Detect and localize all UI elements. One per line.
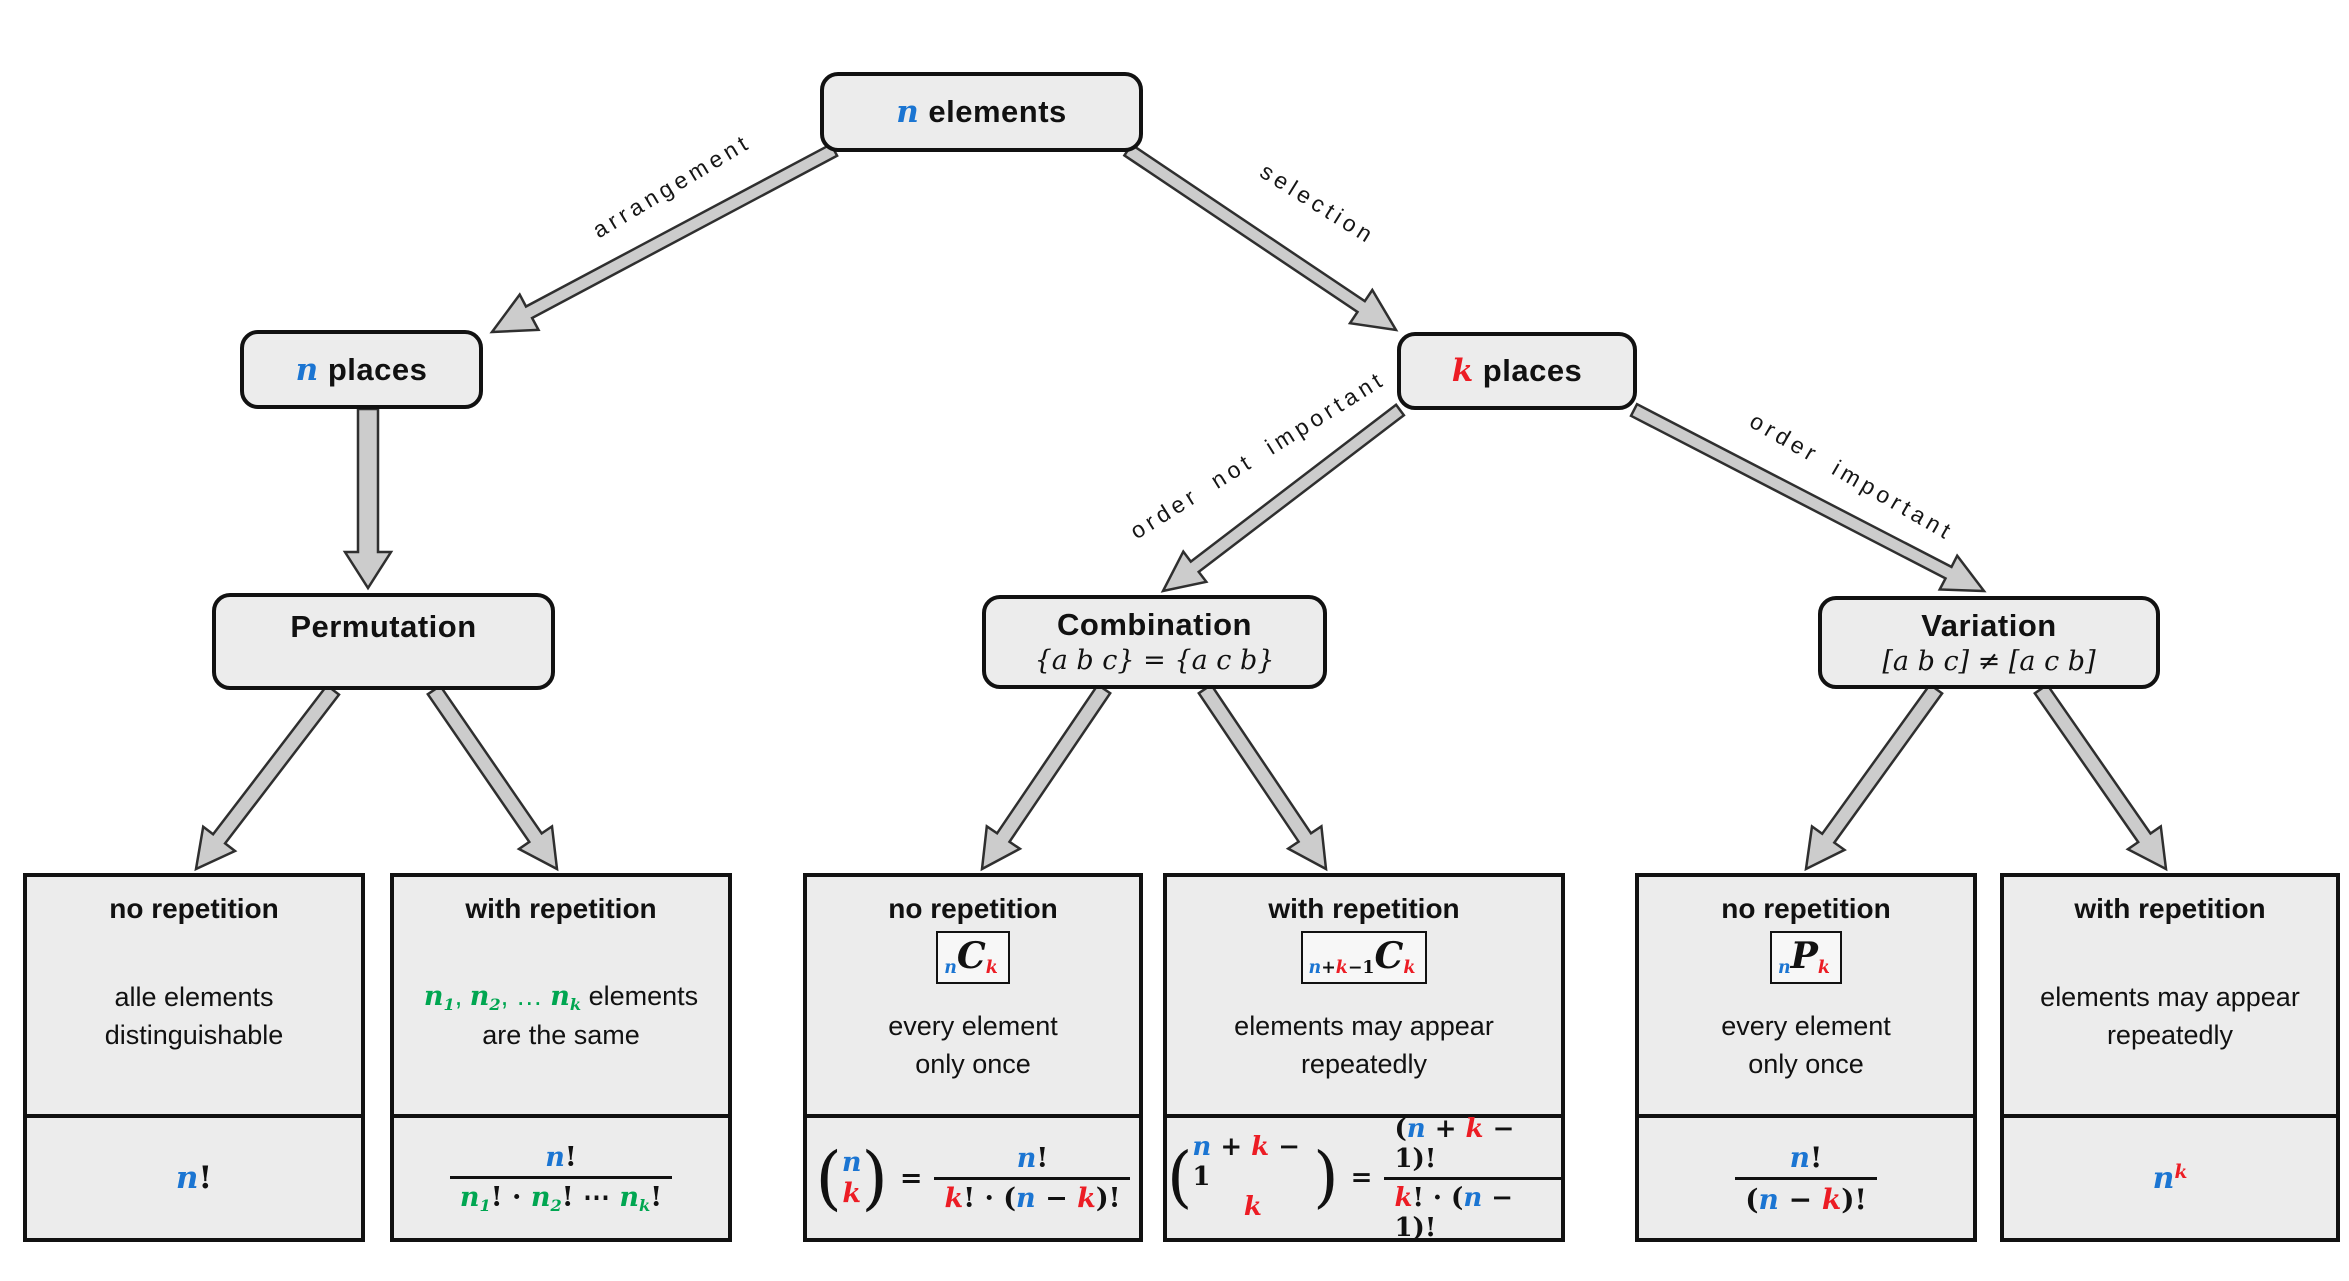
node-n-places: n places [240, 330, 483, 409]
arrow-order-important [1629, 402, 1987, 593]
leaf-notation-nCk: nCk [936, 931, 1010, 985]
leaf-title: with repetition [1268, 893, 1460, 924]
node-n-elements: n elements [820, 72, 1143, 152]
leaf-title: no repetition [109, 893, 279, 924]
node-combination-title: Combination [1057, 607, 1252, 642]
node-n-elements-title: n elements [896, 94, 1067, 130]
node-combination-subtitle: {a b c} = {a c b} [1034, 645, 1275, 676]
arrow-variation-with-rep [2033, 682, 2168, 872]
arrow-variation-no-rep [1804, 682, 1944, 872]
leaf-title: with repetition [465, 893, 657, 924]
arrow-arrangement [489, 142, 839, 334]
node-k-places-title: k places [1451, 353, 1583, 389]
leaf-title: with repetition [2074, 893, 2266, 924]
node-variation: Variation [a b c] ≠ [a c b] [1818, 596, 2160, 689]
node-permutation: Permutation [212, 593, 555, 690]
leaf-formula: n! [27, 1114, 361, 1238]
left-paren: ( [815, 1136, 842, 1218]
node-variation-subtitle: [a b c] ≠ [a c b] [1882, 646, 2096, 677]
right-paren: ) [861, 1136, 888, 1218]
right-paren: ) [1313, 1138, 1339, 1216]
arrow-order-not-important [1160, 403, 1406, 593]
leaf-notation-n+k-1Ck: n+k−1Ck [1300, 931, 1428, 985]
arrow-n-places-to-permutation [342, 407, 394, 591]
arrow-combination-with-rep [1197, 683, 1328, 872]
node-variation-title: Variation [1921, 608, 2057, 643]
arrow-combination-no-rep [980, 683, 1112, 872]
node-k-places: k places [1397, 332, 1637, 410]
arrow-permutation-with-rep [426, 684, 559, 872]
arrow-permutation-no-rep [194, 683, 341, 872]
leaf-title: no repetition [888, 893, 1058, 924]
arrow-selection [1122, 142, 1399, 332]
node-permutation-title: Permutation [290, 609, 477, 644]
node-combination: Combination {a b c} = {a c b} [982, 595, 1327, 689]
node-n-places-title: n places [295, 351, 428, 388]
left-paren: ( [1167, 1138, 1193, 1216]
leaf-title: no repetition [1721, 893, 1891, 924]
leaf-formula: nk [2004, 1114, 2336, 1238]
leaf-combination-with-repetition: with repetition n+k−1Ck elements may app… [1163, 873, 1565, 1243]
leaf-formula: n!(n − k)! [1639, 1114, 1973, 1238]
leaf-formula: n!n1! · n2! ⋯ nk! [394, 1114, 728, 1238]
leaf-notation-nPk: nPk [1770, 931, 1842, 985]
